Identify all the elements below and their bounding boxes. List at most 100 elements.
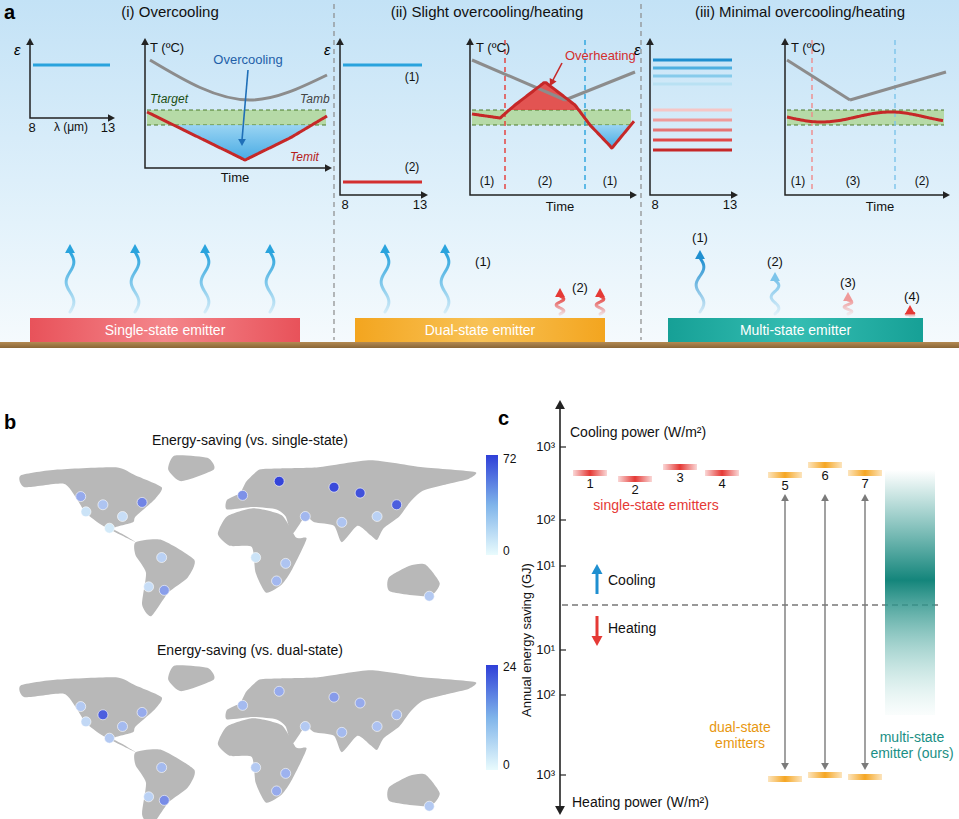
tick-label: 8 [341,198,348,213]
bar-number: 4 [718,477,725,492]
dual-state-bar [848,774,882,780]
city-dot [104,523,114,533]
heat-radiation-arrowhead [905,305,915,314]
emissivity-line [343,64,422,67]
state-switch-line [504,40,505,193]
tick-label: 13 [101,121,115,136]
axis [470,42,633,195]
dual-state-bar [768,472,802,478]
bar-number: 5 [781,479,788,494]
map-landmass [218,718,307,803]
city-dot [424,591,434,601]
city-dot [329,482,339,492]
city-dot [118,511,128,521]
city-dot [337,727,347,737]
axis-label: T (ºC) [150,41,184,56]
arrow-head [781,494,789,501]
axis-label: ε [634,41,641,58]
axis-arrow [325,164,332,172]
heat-radiation-arrow [201,252,209,312]
tick [560,649,566,650]
city-dot [281,558,291,568]
tick [560,565,566,566]
map-landmass [134,749,195,819]
emissivity-line [653,109,732,112]
heat-radiation-arrowhead [555,288,565,297]
city-dot [355,698,365,708]
emitter-temperature-line [472,83,634,148]
bar-number: 7 [861,477,868,492]
city-dot [157,553,167,563]
city-dot [157,763,167,773]
city-dot [144,582,154,592]
map-landmass [168,455,214,481]
tick-label: 10² [536,688,555,703]
heat-radiation-arrow [266,252,274,312]
axis-arrow [141,38,149,45]
axis-label: ε [324,41,331,58]
group-label: multi-state emitter (ours) [870,729,954,761]
color-bar [486,665,498,770]
state-switch-line [811,40,812,193]
city-dot [372,511,382,521]
tick-label: 10³ [536,440,555,455]
panel-divider [333,4,334,340]
ambient-temperature-line [850,72,946,100]
city-dot [81,717,91,727]
axis-label: Time [221,171,249,186]
tick [560,519,566,520]
switch-range-arrow [864,500,865,764]
curve-label: Ttarget [150,93,188,107]
colorbar-label: 0 [503,545,510,559]
region-label: (2) [538,175,553,189]
city-dot [372,721,382,731]
emissivity-line [653,139,732,142]
group-label: single-state emitters [593,497,718,513]
heat-radiation-arrow [844,300,852,314]
arrow-head [861,763,869,770]
arrow-label: (2) [767,255,783,270]
emitter-temperature-line [787,112,943,122]
region-label: (1) [791,175,806,189]
city-dot [392,710,402,720]
city-dot [159,585,169,595]
map-landmass [387,774,440,807]
city-dot [274,476,284,486]
region-label: (2) [915,175,930,189]
emissivity-line [653,83,732,86]
axis-arrow [336,38,344,45]
city-dot [76,492,86,502]
heating-arrow [596,616,599,638]
panel-letter: a [4,1,15,24]
tick-label: 13 [723,198,737,213]
city-dot [144,792,154,802]
bar-number: 2 [631,483,638,498]
city-dot [137,707,147,717]
emissivity-line [33,64,110,67]
axis-arrow [26,38,34,45]
axis [785,42,946,195]
city-dot [81,507,91,517]
tick-label: 10¹ [536,643,555,658]
ambient-temperature-line [565,72,635,100]
ambient-temperature-line [787,60,850,100]
panel-title: (i) Overcooling [121,3,219,20]
city-dot [300,721,310,731]
callout-arrow [242,70,248,140]
city-dot [300,511,310,521]
emissivity-line [653,75,732,78]
target-band [147,110,326,125]
heat-radiation-arrow [556,296,564,314]
tick-label: 10³ [536,768,555,783]
axis [340,42,424,195]
target-band-edge [147,110,326,111]
switch-range-arrow [824,500,825,764]
target-band-edge [787,110,944,111]
region-label: (1) [480,175,495,189]
zero-line [562,604,940,605]
arrow-label: (1) [692,231,708,246]
direction-label: Cooling [608,572,655,588]
emissivity-line [343,181,422,184]
axis [559,408,561,808]
city-dot [281,768,291,778]
